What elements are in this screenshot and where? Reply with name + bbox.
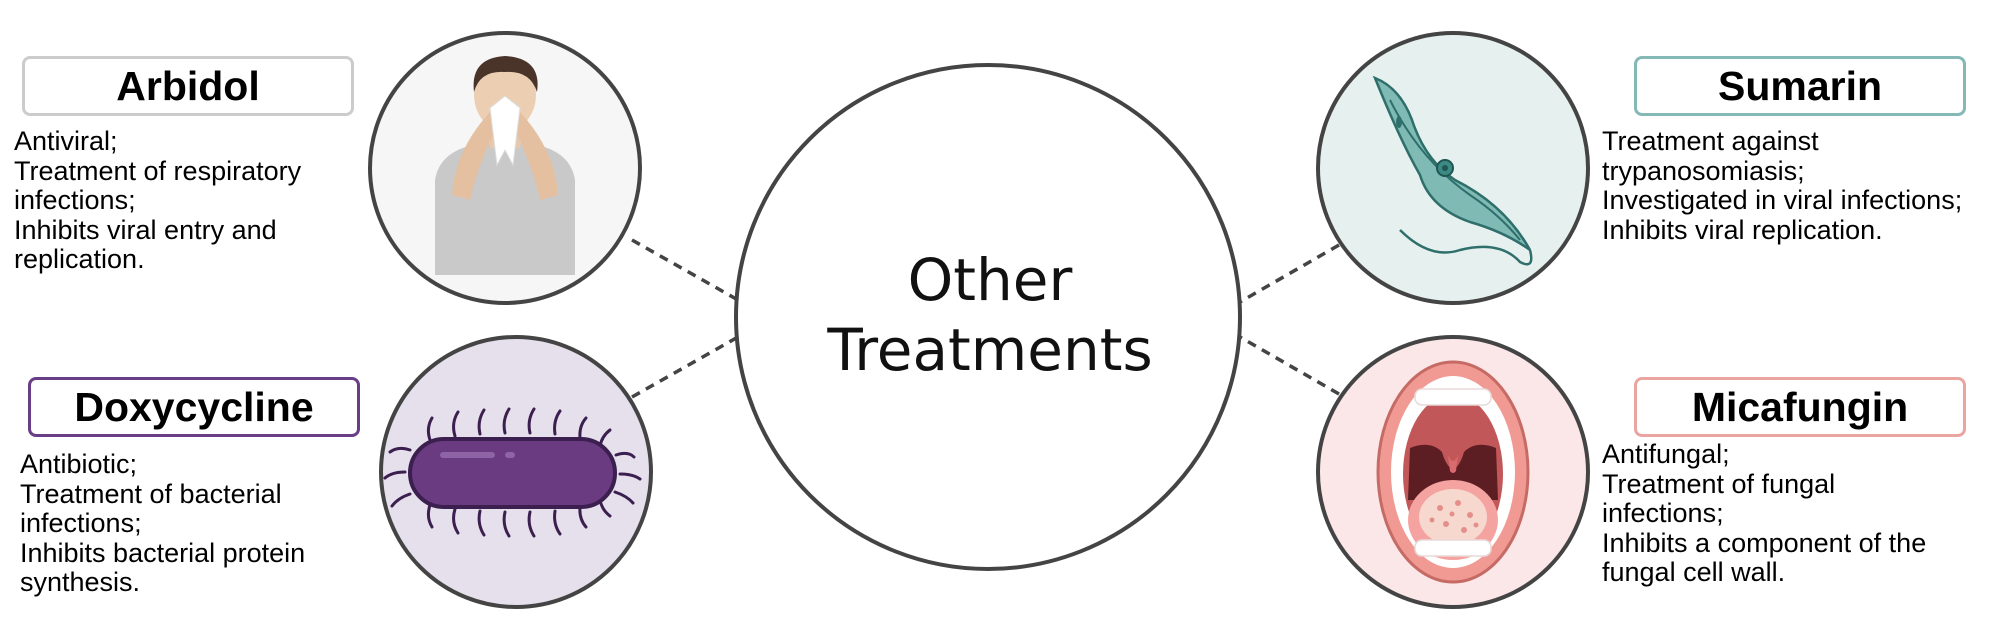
micafungin-desc-line: infections; <box>1602 498 1724 528</box>
arbidol-desc-line: infections; <box>14 185 136 215</box>
center-title-line1: Other <box>907 246 1073 314</box>
sumarin-desc-line: Inhibits viral replication. <box>1602 214 1883 245</box>
micafungin-desc-line: Treatment of fungal <box>1602 468 1836 499</box>
connector-doxycycline <box>631 335 739 399</box>
sumarin-desc-line: Investigated in viral infections; <box>1602 185 1963 215</box>
sumarin-description: Treatment against trypanosomiasis; Inves… <box>1602 126 1963 245</box>
micafungin-label-box: Micafungin <box>1634 377 1966 437</box>
sumarin-image <box>1316 31 1590 305</box>
arbidol-image <box>368 31 642 305</box>
micafungin-image <box>1316 335 1590 609</box>
doxycycline-description: Antibiotic; Treatment of bacterial infec… <box>20 449 306 598</box>
connector-arbidol <box>631 238 739 302</box>
connector-sumarin <box>1239 243 1340 304</box>
doxycycline-label-box: Doxycycline <box>28 377 360 437</box>
micafungin-description: Antifungal; Treatment of fungal infectio… <box>1602 439 1927 588</box>
sumarin-label-box: Sumarin <box>1634 56 1966 116</box>
doxycycline-image <box>379 335 653 609</box>
center-title-line2: Treatments <box>827 316 1153 384</box>
doxycycline-desc-line: Inhibits bacterial protein <box>20 537 306 568</box>
arbidol-desc-line: Inhibits viral entry and <box>14 214 277 245</box>
connectors <box>631 238 1340 399</box>
arbidol-description: Antiviral; Treatment of respiratory infe… <box>14 126 302 275</box>
arbidol-desc-line: replication. <box>14 244 145 274</box>
doxycycline-desc-line: Antibiotic; <box>20 449 138 479</box>
bacterium-icon <box>383 407 642 538</box>
doxycycline-desc-line: synthesis. <box>20 567 141 597</box>
doxycycline-desc-line: infections; <box>20 508 142 538</box>
open-mouth-icon <box>1376 360 1530 584</box>
center-title: Other Treatments <box>740 245 1240 385</box>
connector-micafungin <box>1239 335 1340 396</box>
sumarin-desc-line: Treatment against <box>1602 126 1819 156</box>
person-sneezing-icon <box>435 56 575 275</box>
micafungin-desc-line: Antifungal; <box>1602 439 1730 469</box>
micafungin-desc-line: fungal cell wall. <box>1602 557 1786 587</box>
center-circle <box>734 63 1242 571</box>
arbidol-desc-line: Antiviral; <box>14 126 118 156</box>
arbidol-desc-line: Treatment of respiratory <box>14 155 302 186</box>
trypanosome-icon <box>1372 75 1533 266</box>
micafungin-desc-line: Inhibits a component of the <box>1602 527 1927 558</box>
arbidol-label-box: Arbidol <box>22 56 354 116</box>
sumarin-desc-line: trypanosomiasis; <box>1602 155 1805 186</box>
doxycycline-desc-line: Treatment of bacterial <box>20 478 282 509</box>
